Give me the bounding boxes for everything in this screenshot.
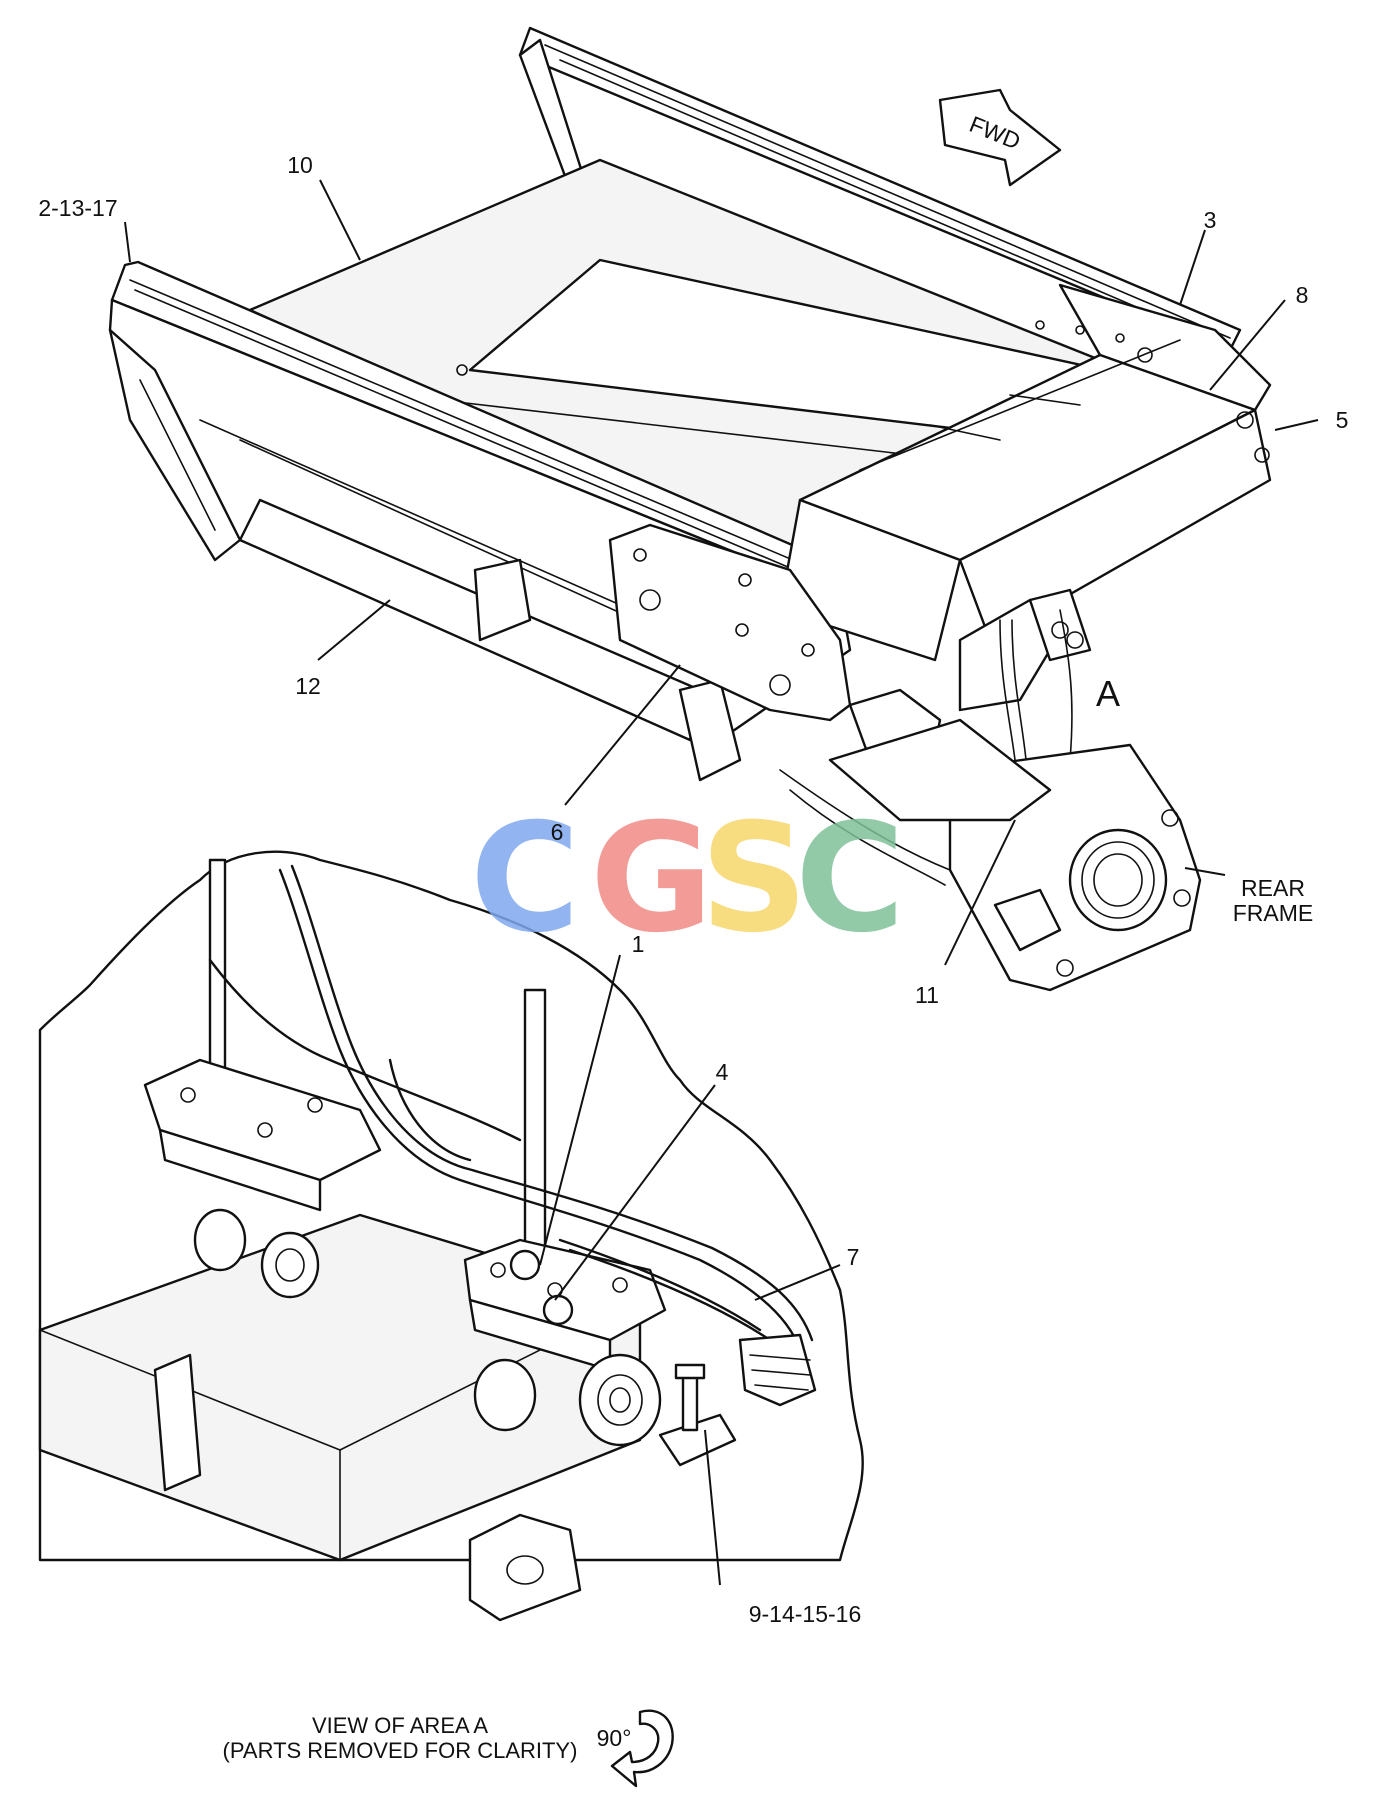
leader-lines (124, 179, 1319, 1586)
callout-labels: 10 2-13-17 3 8 5 12 A 6 REAR FRAME 1 11 … (38, 152, 1348, 1627)
watermark: C G S C (470, 792, 905, 966)
callout-5: 5 (1336, 407, 1349, 433)
dump-body-drawing (108, 26, 1272, 816)
view-of-area-a-drawing (38, 850, 864, 1622)
callout-7: 7 (847, 1244, 860, 1270)
callout-9-14-15-16: 9-14-15-16 (749, 1601, 862, 1627)
callout-4: 4 (716, 1059, 729, 1085)
area-a-marker: A (1096, 673, 1120, 714)
watermark-letter-4: C (795, 792, 905, 966)
view-caption-line2: (PARTS REMOVED FOR CLARITY) (223, 1738, 578, 1763)
watermark-letter-2: G (590, 792, 713, 966)
callout-1: 1 (632, 931, 645, 957)
callout-10: 10 (287, 152, 313, 178)
watermark-letter-1: C (470, 792, 580, 966)
callout-6: 6 (551, 819, 564, 845)
callout-11: 11 (915, 982, 939, 1008)
callout-2-13-17: 2-13-17 (38, 195, 117, 221)
rear-frame-label-line1: REAR (1241, 875, 1305, 901)
view-caption: VIEW OF AREA A (PARTS REMOVED FOR CLARIT… (223, 1709, 674, 1788)
view-caption-line1: VIEW OF AREA A (312, 1713, 488, 1738)
callout-3: 3 (1204, 207, 1217, 233)
callout-8: 8 (1296, 282, 1309, 308)
callout-12: 12 (295, 673, 321, 699)
rear-frame-label-line2: FRAME (1233, 900, 1314, 926)
watermark-letter-3: S (700, 792, 808, 966)
rear-frame-drawing (779, 718, 1202, 992)
rotation-label: 90° (597, 1725, 632, 1751)
fwd-arrow: FWD (938, 88, 1062, 187)
rotate-arrow-icon (610, 1709, 674, 1788)
